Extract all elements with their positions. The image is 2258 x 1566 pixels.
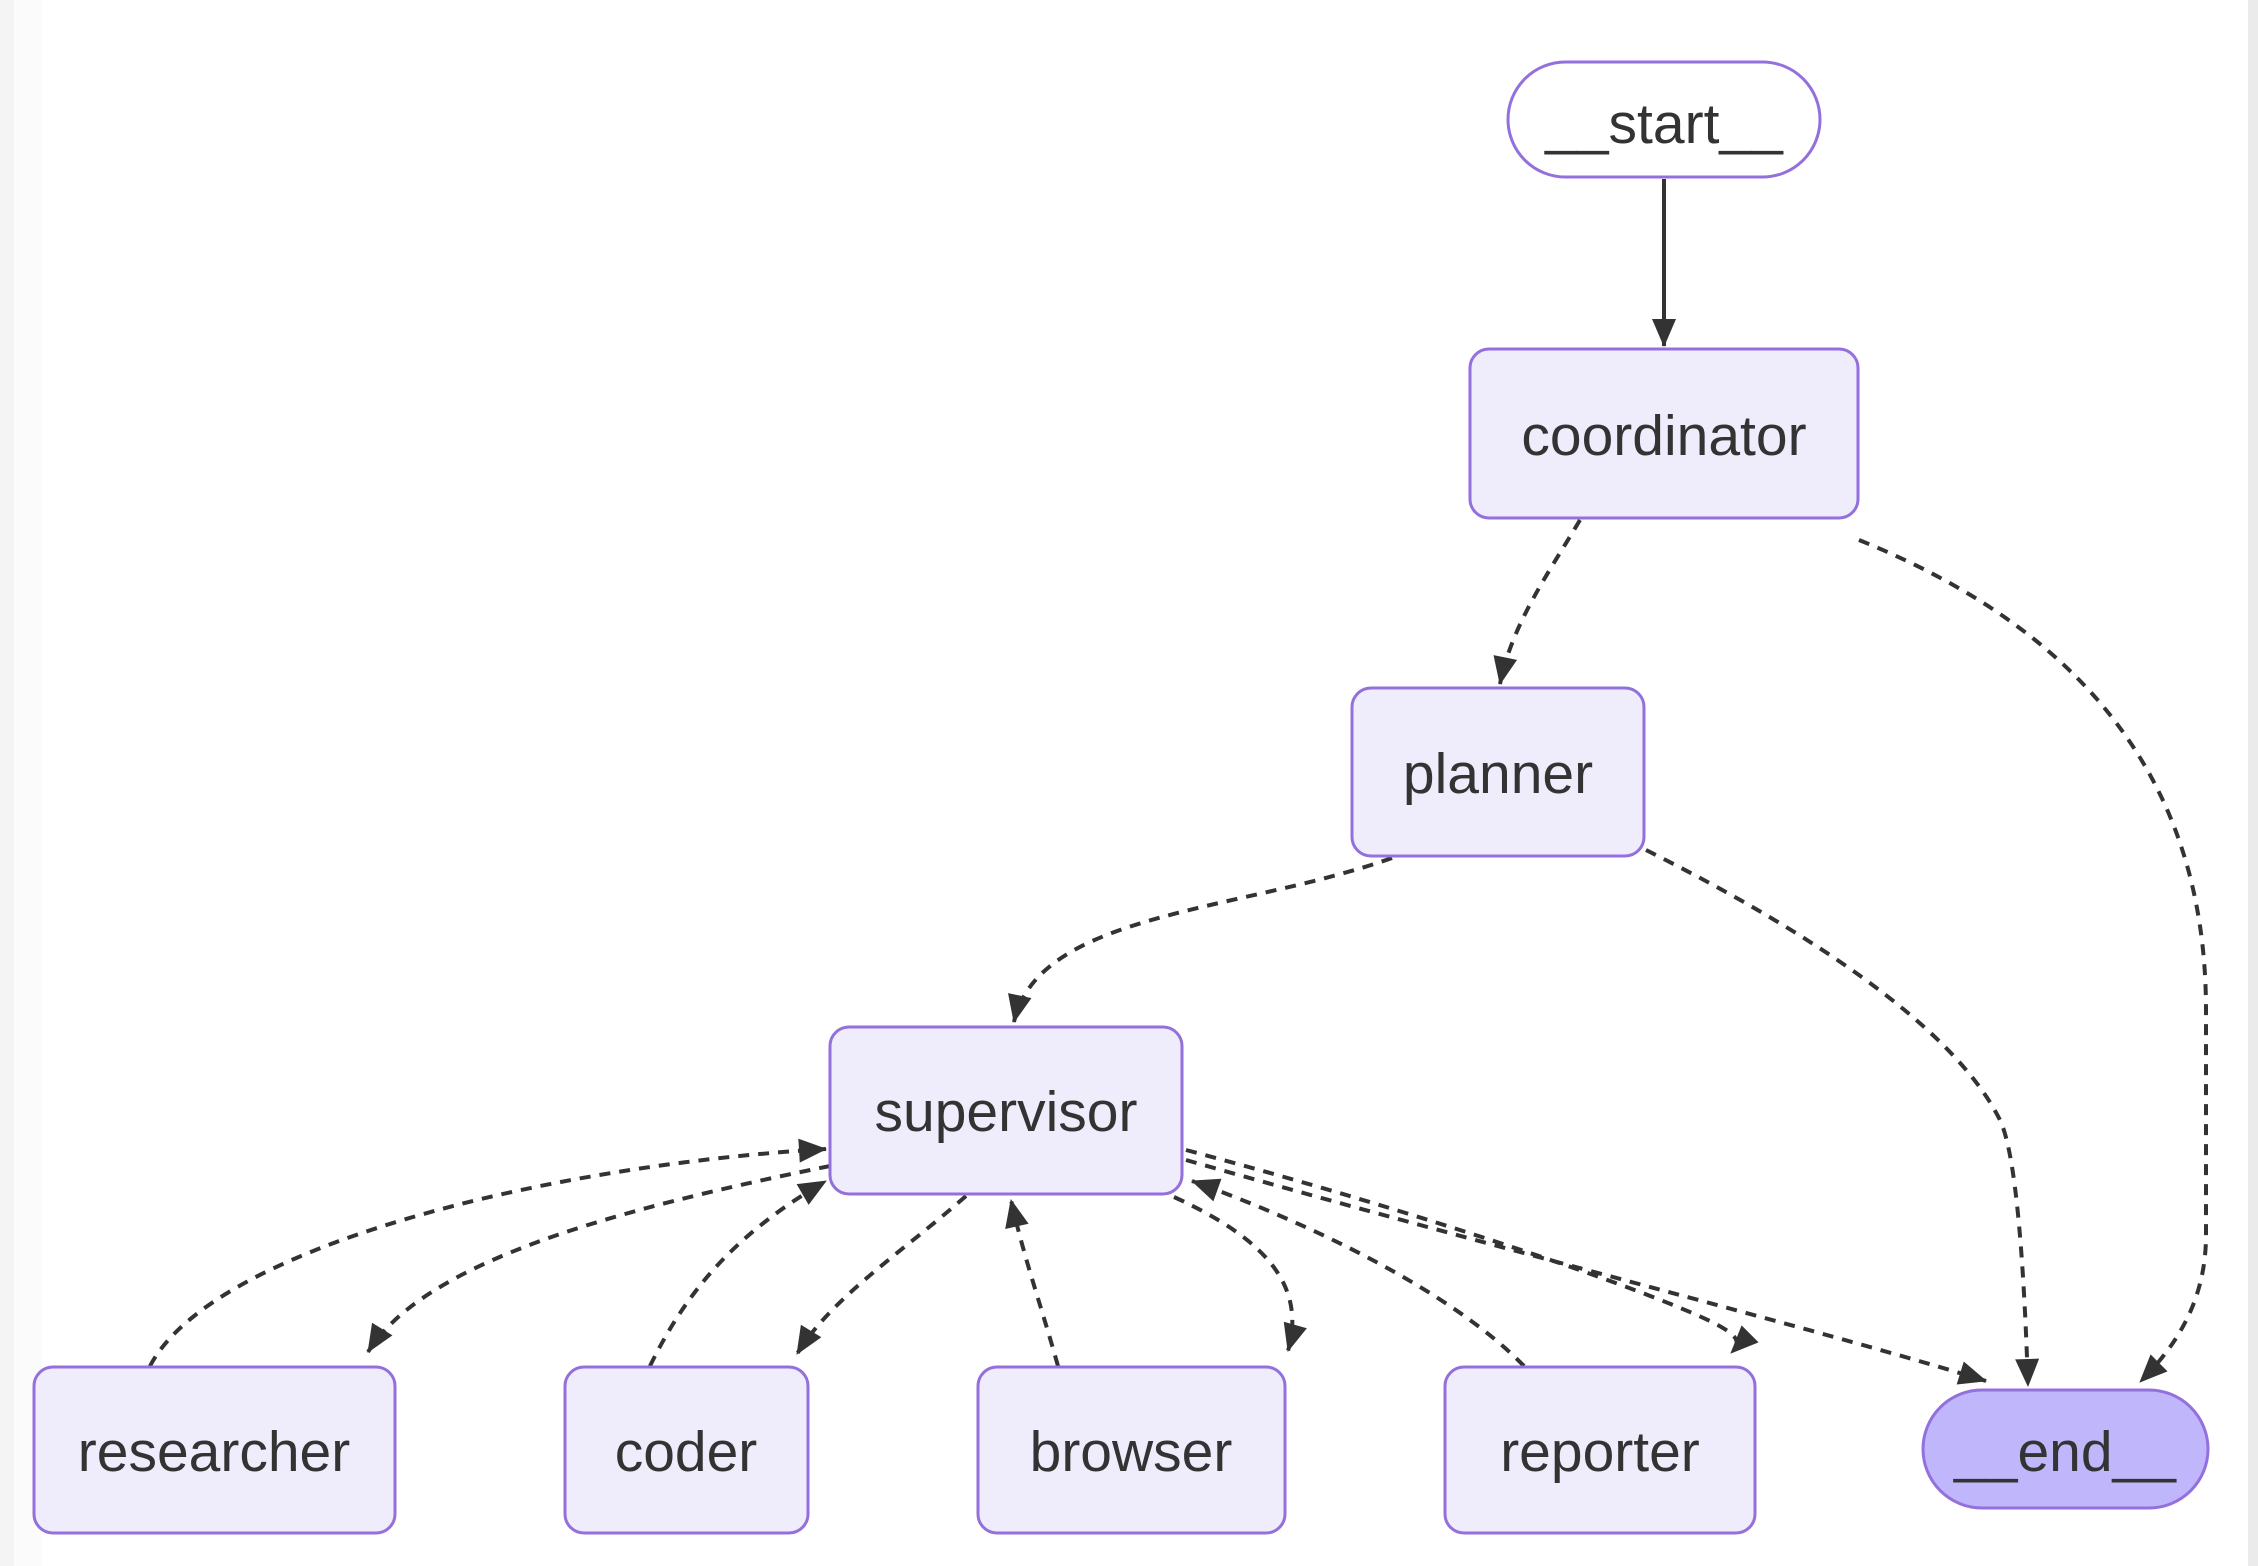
- edge-supervisor-to-browser: [1173, 1195, 1307, 1352]
- researcher-node-shape: [32, 1365, 397, 1535]
- planner-node-shape: [1350, 686, 1646, 858]
- node-researcher: researcher: [32, 1365, 397, 1535]
- node-start: __start__: [1506, 60, 1822, 179]
- node-reporter: reporter: [1443, 1365, 1757, 1535]
- node-end: __end__: [1921, 1388, 2210, 1510]
- right-margin-strip: [2248, 0, 2258, 1566]
- node-coder: coder: [563, 1365, 810, 1535]
- planner-node-label: planner: [1403, 742, 1593, 806]
- edges: [148, 179, 2208, 1387]
- edge-coder-to-supervisor: [648, 1179, 828, 1367]
- edge-reporter-to-supervisor: [1191, 1178, 1526, 1368]
- browser-node-label: browser: [1030, 1420, 1233, 1484]
- end-node-label: __end__: [1953, 1420, 2177, 1484]
- node-supervisor: supervisor: [828, 1025, 1184, 1196]
- edge-supervisor-to-end: [1185, 1158, 1987, 1385]
- edge-researcher-to-supervisor: [148, 1138, 827, 1367]
- coordinator-node-shape: [1468, 347, 1860, 520]
- coder-node-label: coder: [615, 1420, 758, 1484]
- edge-supervisor-to-coder: [795, 1194, 968, 1356]
- edge-coordinator-to-planner: [1493, 518, 1582, 685]
- edge-planner-to-supervisor: [1008, 856, 1393, 1023]
- start-node-shape: [1506, 60, 1822, 179]
- edge-planner-to-end: [1645, 848, 2040, 1387]
- node-browser: browser: [976, 1365, 1287, 1535]
- supervisor-node-label: supervisor: [875, 1080, 1138, 1144]
- coder-node-shape: [563, 1365, 810, 1535]
- left-margin-strip: [0, 0, 14, 1566]
- node-planner: planner: [1350, 686, 1646, 858]
- edge-supervisor-to-researcher: [366, 1164, 831, 1354]
- node-coordinator: coordinator: [1468, 347, 1860, 520]
- reporter-node-shape: [1443, 1365, 1757, 1535]
- coordinator-node-label: coordinator: [1521, 404, 1806, 468]
- left-margin-fade: [14, 0, 42, 1566]
- start-node-label: __start__: [1544, 92, 1784, 156]
- edge-coordinator-to-end: [1858, 538, 2208, 1384]
- browser-node-shape: [976, 1365, 1287, 1535]
- edge-browser-to-supervisor: [1005, 1199, 1060, 1367]
- researcher-node-label: researcher: [78, 1420, 350, 1484]
- supervisor-node-shape: [828, 1025, 1184, 1196]
- reporter-node-label: reporter: [1500, 1420, 1700, 1484]
- end-node-shape: [1921, 1388, 2210, 1510]
- edge-supervisor-to-reporter: [1185, 1148, 1759, 1355]
